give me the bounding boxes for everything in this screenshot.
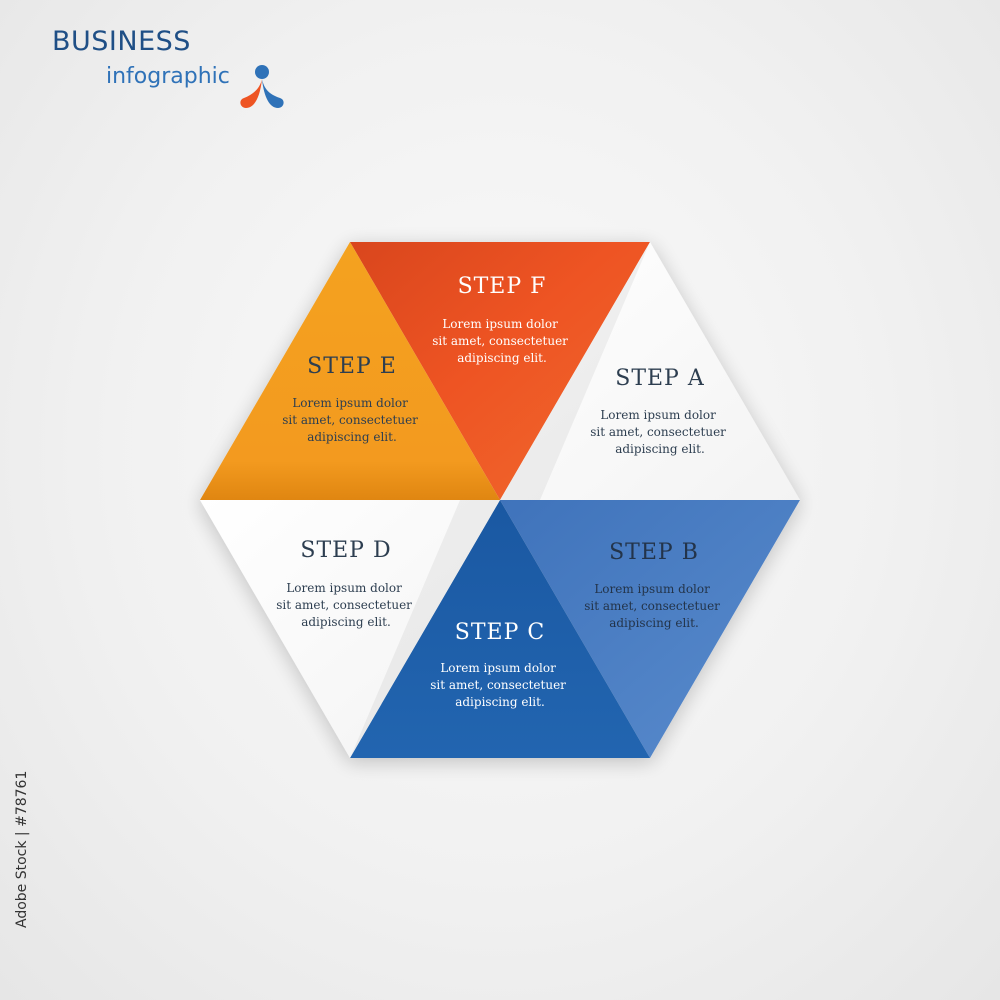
step-b-segment[interactable]: STEP B Lorem ipsum dolor sit amet, conse… xyxy=(500,500,800,758)
step-a-line-3: adipiscing elit. xyxy=(615,442,705,456)
step-c-line-1: Lorem ipsum dolor xyxy=(440,661,556,675)
svg-text:Lorem ipsum dolor sit: Lorem ipsum dolor sit amet, consectetuer… xyxy=(282,396,422,444)
step-a-triangle xyxy=(500,242,800,500)
brand-title: BUSINESS xyxy=(52,26,191,57)
step-e-line-2: sit amet, consectetuer xyxy=(282,413,418,427)
svg-text:Lorem ipsum dolor sit: Lorem ipsum dolor sit amet, consectetuer… xyxy=(430,661,570,709)
step-e-line-1: Lorem ipsum dolor xyxy=(292,396,408,410)
step-b-line-1: Lorem ipsum dolor xyxy=(594,582,710,596)
step-d-line-3: adipiscing elit. xyxy=(301,615,391,629)
step-f-title: STEP F xyxy=(458,274,547,299)
step-c-line-2: sit amet, consectetuer xyxy=(430,678,566,692)
step-b-title: STEP B xyxy=(609,540,699,565)
step-b-triangle xyxy=(500,500,800,758)
step-f-line-3: adipiscing elit. xyxy=(457,351,547,365)
step-a-title: STEP A xyxy=(615,366,705,391)
step-a-line-2: sit amet, consectetuer xyxy=(590,425,726,439)
step-c-triangle xyxy=(350,500,650,758)
brand-subtitle: infographic xyxy=(106,64,230,89)
brand-logo-icon xyxy=(240,65,284,108)
step-e-segment[interactable]: STEP E Lorem ipsum dolor sit amet, conse… xyxy=(200,242,500,500)
stock-watermark: Adobe Stock | #78761345 xyxy=(14,770,30,928)
step-d-triangle xyxy=(200,500,500,758)
step-f-triangle xyxy=(350,242,650,500)
step-a-segment[interactable]: STEP A Lorem ipsum dolor sit amet, conse… xyxy=(500,242,800,500)
step-d-line-2: sit amet, consectetuer xyxy=(276,598,412,612)
brand-header: BUSINESS infographic xyxy=(52,26,230,88)
svg-text:Lorem ipsum dolor sit: Lorem ipsum dolor sit amet, consectetuer… xyxy=(590,408,730,456)
step-d-line-1: Lorem ipsum dolor xyxy=(286,581,402,595)
step-f-line-1: Lorem ipsum dolor xyxy=(442,317,558,331)
svg-text:Lorem ipsum dolor sit: Lorem ipsum dolor sit amet, consectetuer… xyxy=(584,582,724,630)
step-b-line-3: adipiscing elit. xyxy=(609,616,699,630)
svg-text:Lorem ipsum dolor sit: Lorem ipsum dolor sit amet, consectetuer… xyxy=(276,581,416,629)
step-d-title: STEP D xyxy=(300,538,391,563)
step-a-line-1: Lorem ipsum dolor xyxy=(600,408,716,422)
svg-text:Lorem ipsum dolor sit: Lorem ipsum dolor sit amet, consectetuer… xyxy=(432,317,572,365)
watermark-text: Adobe Stock | #78761345 xyxy=(14,770,30,928)
step-e-line-3: adipiscing elit. xyxy=(307,430,397,444)
step-c-line-3: adipiscing elit. xyxy=(455,695,545,709)
step-f-line-2: sit amet, consectetuer xyxy=(432,334,568,348)
step-c-segment[interactable]: STEP C Lorem ipsum dolor sit amet, conse… xyxy=(350,500,650,758)
step-e-triangle xyxy=(200,242,500,500)
step-b-line-2: sit amet, consectetuer xyxy=(584,599,720,613)
step-c-title: STEP C xyxy=(455,620,545,645)
step-e-title: STEP E xyxy=(307,354,397,379)
step-f-segment[interactable]: STEP F Lorem ipsum dolor sit amet, conse… xyxy=(350,242,650,500)
step-d-segment[interactable]: STEP D Lorem ipsum dolor sit amet, conse… xyxy=(200,500,500,758)
